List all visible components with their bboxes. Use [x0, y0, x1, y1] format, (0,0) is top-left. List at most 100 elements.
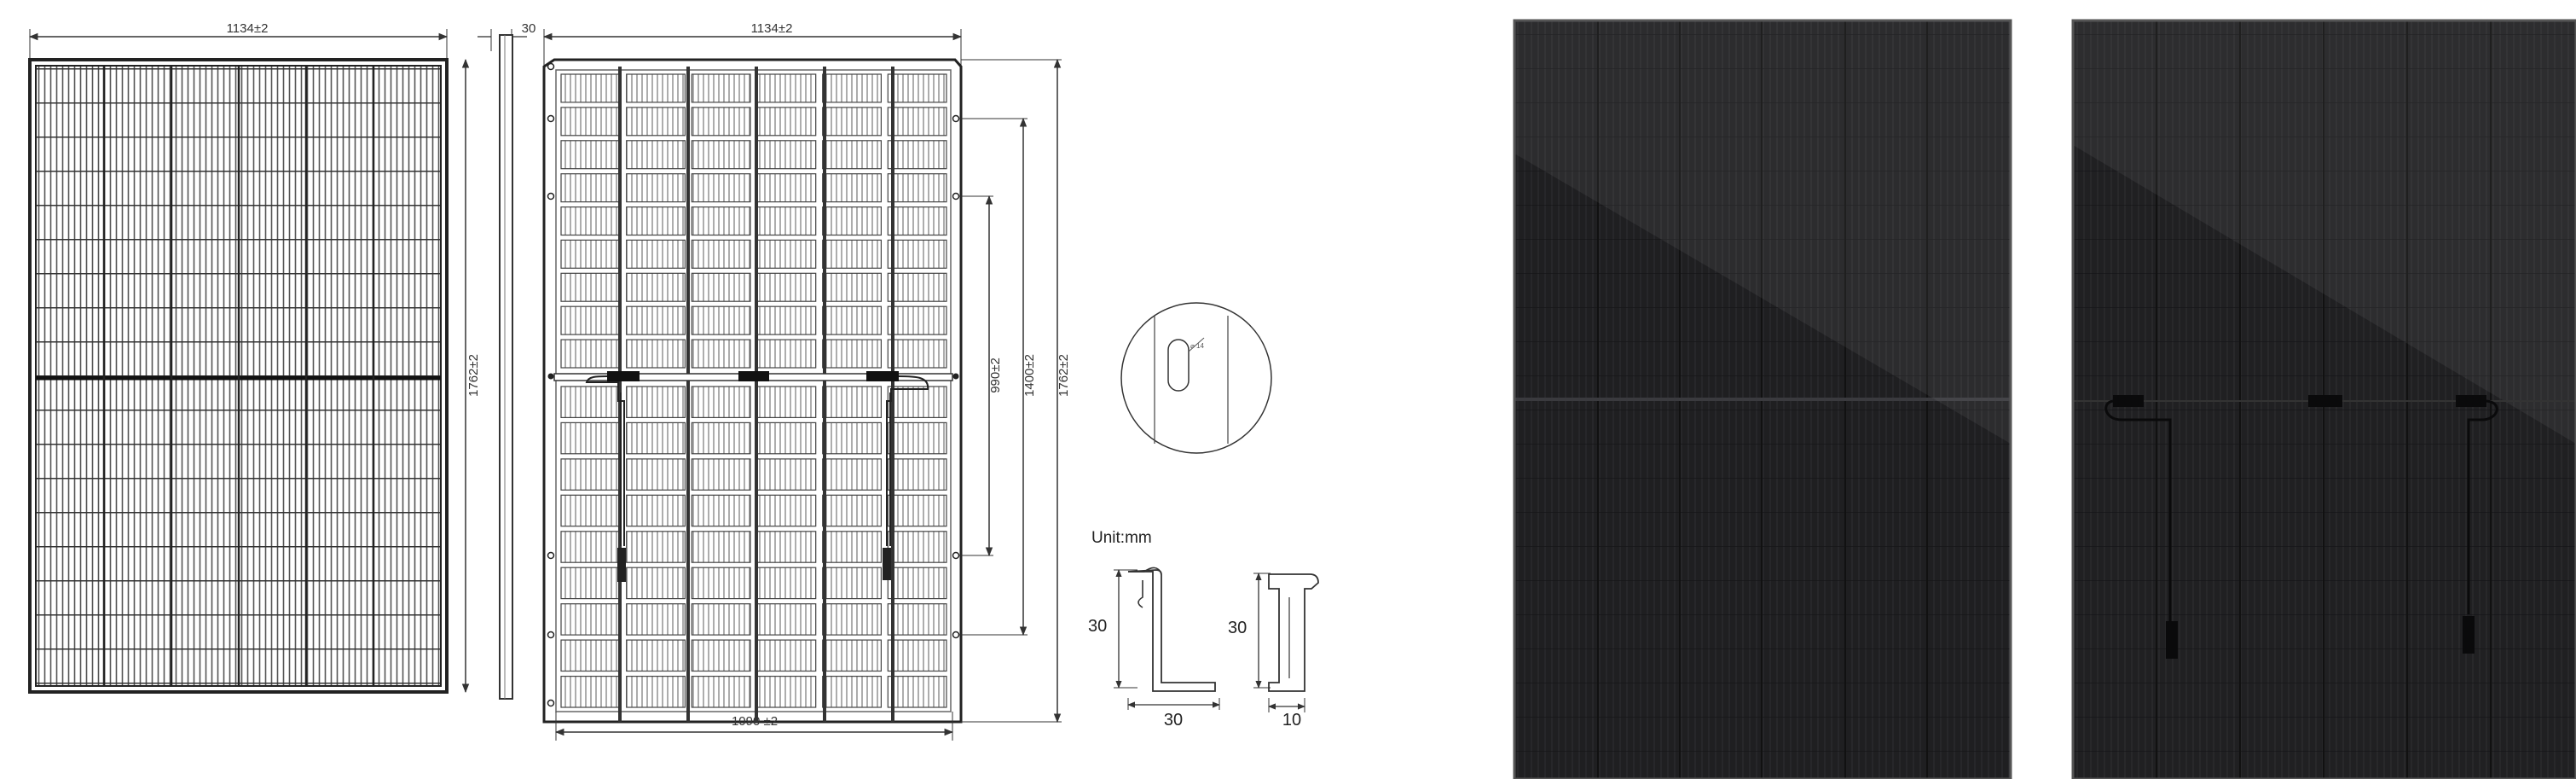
rear-cell — [887, 567, 947, 600]
rear-cell — [887, 494, 947, 527]
junction-end-dot-left — [547, 373, 554, 380]
rear-cell — [626, 494, 686, 527]
rear-cell — [756, 639, 817, 672]
rear-cell — [560, 386, 621, 419]
front-height-label: 1762±2 — [466, 354, 481, 397]
rear-cell — [887, 386, 947, 419]
rear-cell — [887, 339, 947, 369]
dim-outer-label: 1762±2 — [1056, 354, 1071, 397]
rear-cell — [691, 173, 751, 203]
rear-cell — [626, 567, 686, 600]
rear-cell — [822, 339, 883, 369]
rear-cell — [626, 675, 686, 708]
rear-cell — [691, 206, 751, 236]
side-thickness-label: 30 — [522, 21, 536, 36]
rear-cell — [626, 239, 686, 269]
rear-cell — [691, 73, 751, 103]
rear-cell — [756, 675, 817, 708]
rear-cell — [887, 173, 947, 203]
rear-cell — [626, 272, 686, 302]
rear-cell — [626, 339, 686, 369]
connector-right — [883, 548, 891, 580]
rear-cell — [560, 567, 621, 600]
rear-cell — [822, 494, 883, 527]
rear-cell — [691, 386, 751, 419]
rear-cell — [887, 675, 947, 708]
rear-cell — [822, 603, 883, 636]
rear-cell — [887, 73, 947, 103]
rear-cell — [560, 494, 621, 527]
rear-cell — [756, 73, 817, 103]
rear-cell — [626, 458, 686, 491]
frame-short-height-label: 30 — [1228, 619, 1247, 637]
connector-left — [617, 548, 626, 582]
rear-cell — [887, 107, 947, 137]
rear-cell — [756, 567, 817, 600]
rear-cell — [822, 531, 883, 563]
rear-cell — [756, 339, 817, 369]
unit-label: Unit:mm — [1091, 529, 1152, 547]
rear-cell — [822, 206, 883, 236]
junction-end-dot-right — [952, 373, 959, 380]
rear-cell — [887, 272, 947, 302]
rear-cell — [626, 107, 686, 137]
rear-cell — [756, 272, 817, 302]
rear-cell — [691, 494, 751, 527]
rear-cell — [626, 421, 686, 455]
rear-cell — [756, 458, 817, 491]
rear-cell — [887, 305, 947, 335]
rear-cell — [691, 603, 751, 636]
mounting-hole-detail: ⌀ 14 — [1120, 302, 1272, 454]
rear-cell — [626, 386, 686, 419]
rear-cell — [691, 107, 751, 137]
rear-panel-photo — [2071, 19, 2576, 779]
rear-cell — [691, 458, 751, 491]
rear-cell — [691, 421, 751, 455]
frame-long-width-label: 30 — [1164, 711, 1183, 730]
rear-cell — [626, 639, 686, 672]
rear-cell — [756, 107, 817, 137]
rear-cell — [887, 239, 947, 269]
rear-view: 1134±2 — [542, 21, 1071, 741]
rear-cell — [756, 603, 817, 636]
rear-cell — [822, 639, 883, 672]
rear-cell — [560, 206, 621, 236]
rear-cell — [756, 239, 817, 269]
junction-box-right — [866, 371, 899, 381]
rear-cell — [887, 206, 947, 236]
rear-cell — [756, 386, 817, 419]
rear-width-label: 1134±2 — [751, 21, 793, 36]
rear-cell — [691, 531, 751, 563]
rear-cell — [560, 639, 621, 672]
rear-cell — [560, 421, 621, 455]
junction-box-center — [738, 371, 769, 381]
rear-cell — [560, 305, 621, 335]
rear-cell — [626, 206, 686, 236]
dim-inner-label: 990±2 — [988, 358, 1003, 393]
side-profile — [499, 34, 513, 700]
rear-cell — [691, 272, 751, 302]
rear-cell — [560, 140, 621, 170]
rear-cell — [822, 272, 883, 302]
rear-cell-grid — [560, 73, 947, 708]
rear-cell — [822, 239, 883, 269]
rear-cell — [822, 421, 883, 455]
rear-cell — [691, 305, 751, 335]
rear-cell — [560, 458, 621, 491]
frame-profile-short-side: 30 10 — [1228, 573, 1319, 730]
rear-cell — [822, 107, 883, 137]
rear-cell — [822, 73, 883, 103]
rear-cell — [887, 603, 947, 636]
rear-cell — [822, 567, 883, 600]
frame-profile-long-side: 30 30 — [1088, 567, 1220, 730]
rear-cell — [756, 305, 817, 335]
rear-cell — [887, 421, 947, 455]
rear-cell — [822, 173, 883, 203]
cable-left — [585, 375, 625, 546]
front-width-label: 1134±2 — [227, 21, 269, 36]
rear-cell — [560, 603, 621, 636]
rear-cell — [560, 339, 621, 369]
rear-cell — [887, 639, 947, 672]
rear-cell — [560, 239, 621, 269]
